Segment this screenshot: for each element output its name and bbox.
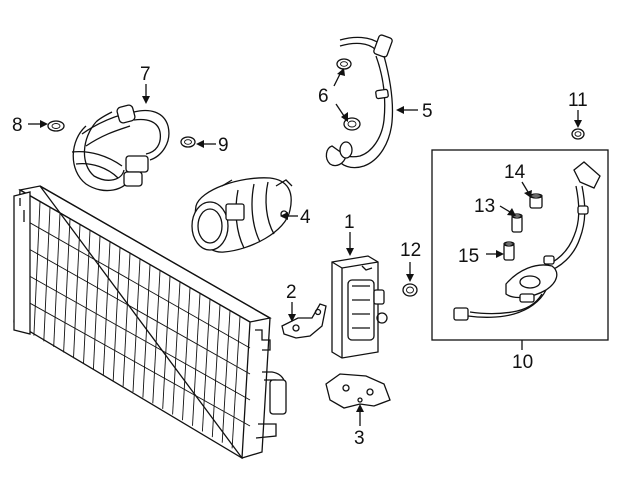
assembly-box-10 — [431, 149, 609, 341]
condenser-fin — [201, 299, 211, 432]
condenser-fin — [83, 230, 91, 364]
hose-7 — [71, 104, 170, 192]
condenser — [13, 185, 287, 460]
callout-7: 7 — [140, 64, 151, 85]
condenser-fin — [73, 224, 81, 359]
seal-12 — [402, 283, 418, 297]
switch-15 — [503, 241, 515, 261]
condenser-fin — [211, 304, 221, 438]
condenser-fin — [172, 281, 181, 415]
callout-14: 14 — [504, 162, 526, 183]
condenser-fin — [92, 236, 101, 370]
condenser-fin — [112, 247, 121, 381]
condenser-fin — [152, 270, 161, 404]
compressor-4 — [191, 177, 293, 253]
condenser-tube — [29, 276, 251, 401]
leaders — [28, 68, 582, 426]
condenser-fin — [43, 207, 51, 342]
line-10 — [453, 161, 601, 321]
condenser-fin — [221, 310, 231, 443]
callout-11: 11 — [568, 90, 588, 111]
line-5 — [325, 34, 394, 169]
seal-11 — [571, 128, 585, 140]
callout-15: 15 — [458, 246, 479, 267]
valve-14 — [529, 193, 543, 209]
callout-8: 8 — [12, 115, 23, 136]
condenser-fin — [33, 201, 41, 336]
seal-9 — [180, 136, 196, 148]
condenser-fin — [231, 316, 241, 449]
condenser-fin — [162, 276, 171, 409]
condenser-fin — [132, 258, 141, 393]
condenser-fin — [142, 264, 151, 398]
callout-12: 12 — [400, 240, 421, 261]
callout-9: 9 — [218, 135, 229, 156]
callout-6: 6 — [318, 86, 329, 107]
bracket-3 — [325, 373, 391, 409]
seal-8 — [47, 120, 65, 132]
condenser-fin — [102, 241, 111, 376]
condenser-fin — [192, 293, 201, 426]
condenser-fin — [182, 287, 191, 421]
seal-6-upper — [336, 58, 352, 70]
valve-13 — [511, 213, 523, 233]
condenser-fin — [53, 213, 61, 347]
callout-10: 10 — [512, 352, 533, 373]
condenser-tube — [29, 222, 251, 349]
receiver-drier-1 — [331, 255, 388, 359]
callout-5: 5 — [422, 101, 433, 122]
condenser-fin — [122, 253, 131, 387]
condenser-fin — [63, 218, 71, 353]
callout-2: 2 — [286, 282, 297, 303]
condenser-tube — [29, 302, 251, 427]
callout-1: 1 — [344, 212, 355, 233]
bracket-2 — [281, 303, 327, 339]
condenser-tube — [29, 249, 251, 375]
callout-13: 13 — [474, 196, 495, 217]
callout-3: 3 — [354, 428, 365, 449]
callout-4: 4 — [300, 207, 311, 228]
